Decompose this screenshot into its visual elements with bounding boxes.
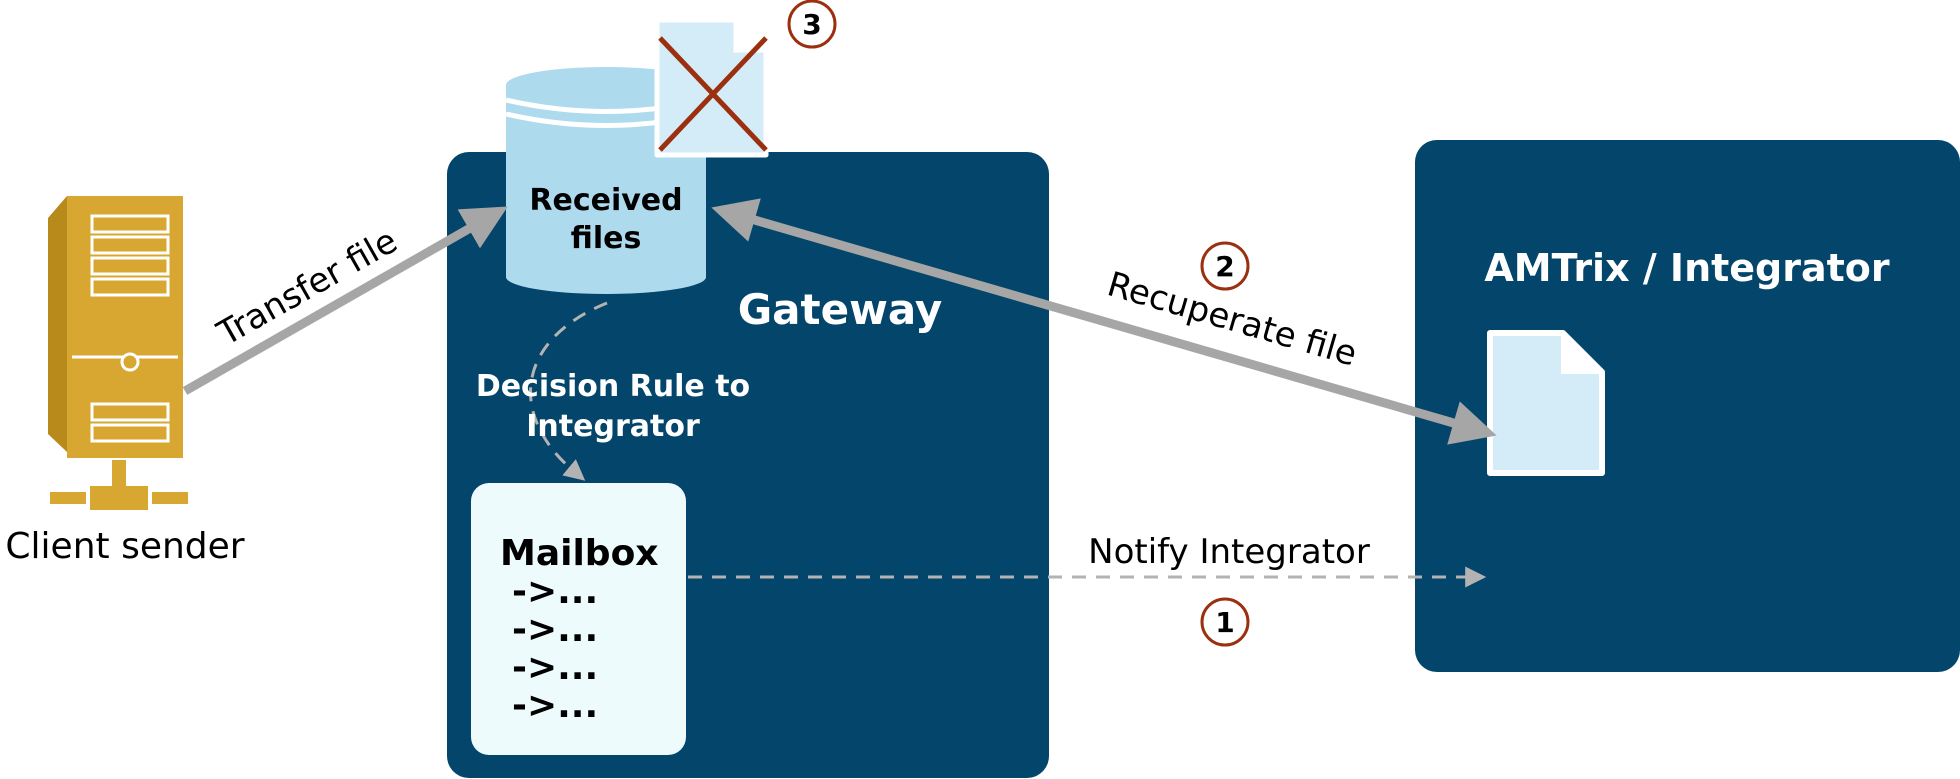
mailbox-entry: ->... <box>512 647 598 688</box>
database-label-line2: files <box>571 221 642 256</box>
decision-arrow <box>529 301 608 481</box>
gateway-title: Gateway <box>738 285 943 334</box>
step-marker-1: 1 <box>1200 597 1250 647</box>
transfer-file-label: Transfer file <box>210 221 404 354</box>
step-number-2: 2 <box>1215 250 1234 283</box>
step-marker-2: 2 <box>1200 241 1250 291</box>
client-sender-label: Client sender <box>5 526 244 567</box>
integrator-panel <box>1415 140 1960 672</box>
mailbox-title: Mailbox <box>500 533 659 574</box>
mailbox-box <box>471 483 686 755</box>
deleted-file-icon <box>654 17 769 158</box>
integrator-title: AMTrix / Integrator <box>1484 246 1890 290</box>
transfer-arrow <box>182 206 508 395</box>
server-icon <box>48 196 188 510</box>
step-marker-3: 3 <box>787 0 837 49</box>
recuperate-arrow <box>711 198 1497 445</box>
mailbox-entry: ->... <box>512 609 598 650</box>
document-icon <box>1487 330 1605 476</box>
database-label-line1: Received <box>529 183 682 218</box>
decision-rule-line2: Integrator <box>526 409 700 444</box>
decision-rule-line1: Decision Rule to <box>476 369 750 404</box>
mailbox-entry: ->... <box>512 571 598 612</box>
mailbox-entry: ->... <box>512 685 598 726</box>
step-number-1: 1 <box>1215 606 1234 639</box>
notify-integrator-label: Notify Integrator <box>1088 532 1370 572</box>
step-number-3: 3 <box>802 8 821 41</box>
